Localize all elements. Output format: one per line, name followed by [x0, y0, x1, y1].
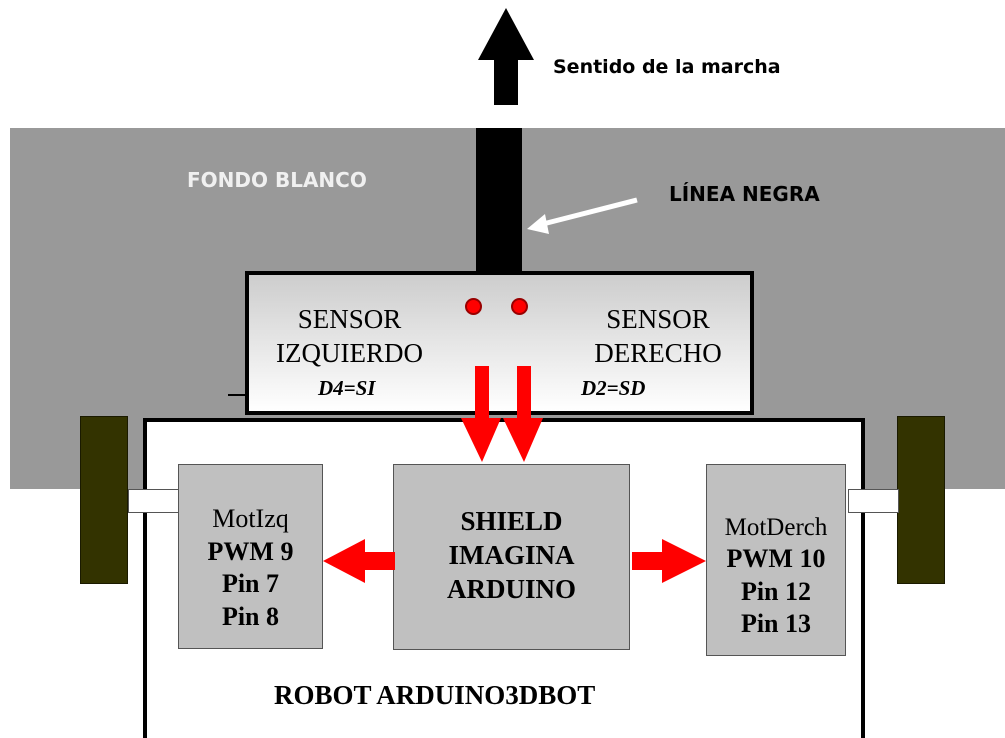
sensor-right-title1: SENSOR	[606, 304, 710, 334]
motor-left-label: MotIzq PWM 9 Pin 7 Pin 8	[178, 503, 323, 633]
connector-tick	[228, 394, 248, 396]
shield-to-left-motor-arrow	[323, 539, 395, 583]
motor-left-box	[178, 464, 323, 649]
motor-right-pin-b: Pin 13	[740, 609, 812, 639]
sensor-to-shield-arrows	[461, 366, 543, 462]
left-sensor-led	[465, 298, 482, 315]
motor-left-pwm: PWM 9	[207, 536, 294, 566]
line-label: LÍNEA NEGRA	[669, 182, 820, 206]
motor-right-pwm: PWM 10	[726, 544, 826, 574]
motor-left-pin-b: Pin 8	[221, 601, 280, 631]
sensor-right-title2: DERECHO	[594, 337, 722, 368]
motor-right-label: MotDerch PWM 10 Pin 12 Pin 13	[706, 512, 846, 641]
shield-to-right-motor-arrow	[632, 539, 706, 583]
sensor-left-title1: SENSOR	[297, 304, 402, 334]
right-wheel	[897, 416, 945, 584]
left-axle	[128, 489, 180, 513]
black-line	[476, 128, 522, 278]
sensor-left-label: SENSOR IZQUIERDO	[262, 303, 437, 371]
line-pointer-arrow	[527, 197, 638, 234]
sensor-right-label: SENSOR DERECHO	[568, 303, 748, 371]
sensor-left-title2: IZQUIERDO	[276, 337, 423, 368]
left-sensor-arrow	[461, 366, 501, 462]
shield-box	[393, 464, 630, 650]
robot-label: ROBOT ARDUINO3DBOT	[274, 680, 596, 710]
sensor-left-pin: D4=SI	[318, 376, 376, 400]
shield-line2: IMAGINA	[448, 539, 575, 570]
right-axle	[848, 489, 899, 513]
direction-label: Sentido de la marcha	[553, 56, 781, 78]
sensor-board	[245, 271, 754, 415]
right-sensor-led	[511, 298, 528, 315]
left-wheel	[80, 416, 128, 584]
motor-left-name: MotIzq	[212, 504, 289, 533]
motor-right-pin-a: Pin 12	[740, 576, 812, 606]
motor-right-name: MotDerch	[724, 514, 828, 541]
shield-line1: SHIELD	[460, 506, 563, 536]
shield-line3: ARDUINO	[446, 573, 576, 604]
direction-arrow	[478, 8, 534, 105]
floor-label: FONDO BLANCO	[187, 168, 367, 192]
motor-right-box	[706, 464, 846, 656]
right-sensor-arrow	[503, 366, 543, 462]
shield-label: SHIELD IMAGINA ARDUINO	[393, 505, 630, 606]
sensor-right-pin: D2=SD	[581, 376, 646, 400]
motor-left-pin-a: Pin 7	[221, 569, 280, 598]
